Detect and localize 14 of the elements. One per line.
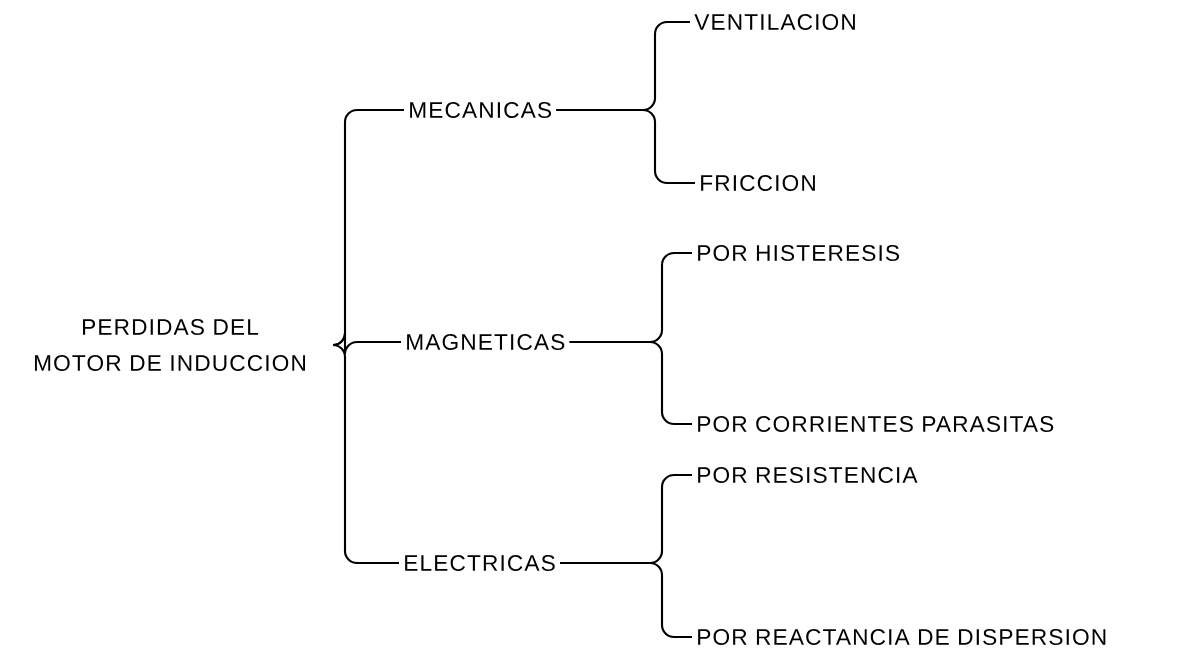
- item-text: VENTILACION: [694, 14, 855, 31]
- brace-line: [556, 108, 695, 185]
- brace-line: [569, 340, 692, 426]
- category-text: MAGNETICAS: [407, 334, 565, 351]
- item-text: POR HISTERESIS: [698, 245, 899, 262]
- brace-line: [560, 561, 692, 639]
- item-text: POR REACTANCIA DE DISPERSION: [698, 629, 1106, 646]
- root-text: PERDIDAS DEL MOTOR DE INDUCCION: [35, 319, 305, 372]
- item-text: POR RESISTENCIA: [698, 467, 918, 484]
- item-text: POR CORRIENTES PARASITAS: [698, 416, 1054, 433]
- category-text: ELECTRICAS: [405, 555, 555, 572]
- brace-line: [331, 343, 399, 565]
- category-text: MECANICAS: [410, 102, 551, 119]
- item-text: FRICCION: [701, 175, 815, 192]
